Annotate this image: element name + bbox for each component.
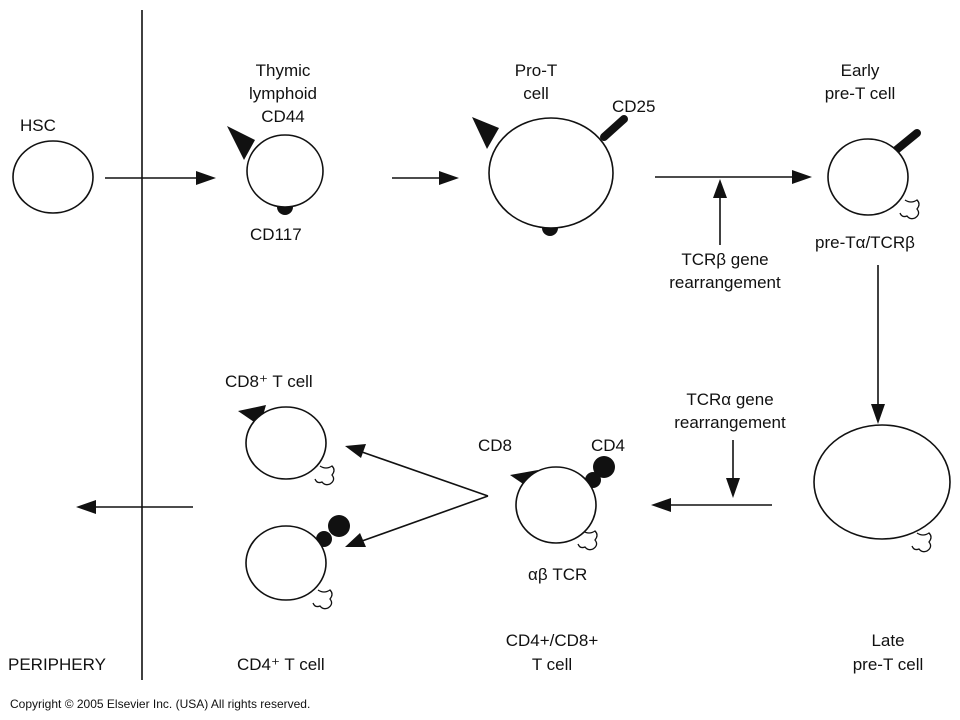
label-late-1: Late (871, 631, 904, 650)
arrow-dp-to-cd8t (345, 444, 489, 497)
label-abtcr: αβ TCR (528, 565, 587, 584)
early-pre-tcr-icon (899, 199, 920, 220)
label-cd8t: CD8⁺ T cell (225, 372, 313, 391)
label-cd4: CD4 (591, 436, 625, 455)
label-cd25: CD25 (612, 97, 655, 116)
dp-cd4-marker-outer (593, 456, 615, 478)
arrow-tcrb-rearrangement (713, 179, 727, 245)
pro-t-cell (488, 117, 614, 229)
label-cd4t: CD4⁺ T cell (237, 655, 325, 674)
double-positive-cell (515, 466, 597, 544)
late-pre-tcr-icon (911, 532, 932, 553)
label-prot-2: cell (523, 84, 549, 103)
label-tcrb-2: rearrangement (669, 273, 781, 292)
label-tcra-2: rearrangement (674, 413, 786, 432)
arrow-thymic-to-prot (392, 171, 459, 185)
cd25-marker (600, 115, 628, 141)
label-thymic-2: lymphoid (249, 84, 317, 103)
hsc-cell (12, 140, 94, 214)
label-cd117: CD117 (250, 225, 302, 244)
label-early-1: Early (841, 61, 880, 80)
label-hsc: HSC (20, 116, 56, 135)
arrow-prot-to-early (655, 170, 812, 184)
late-pre-t-cell (813, 424, 951, 540)
early-cd25-marker (891, 129, 921, 155)
cd4-t-cell (245, 525, 327, 601)
label-thymic-3: CD44 (261, 107, 304, 126)
label-thymic-1: Thymic (256, 61, 311, 80)
label-prot-1: Pro-T (515, 61, 558, 80)
label-pretcr: pre-Tα/TCRβ (815, 233, 915, 252)
cd4t-marker-outer (328, 515, 350, 537)
label-tcrb-1: TCRβ gene (681, 250, 768, 269)
label-tcra-1: TCRα gene (686, 390, 773, 409)
cd4t-tcr-icon (312, 589, 333, 610)
arrow-hsc-to-thymic (105, 171, 216, 185)
thymic-lymphoid-cell (246, 134, 324, 208)
label-cd8: CD8 (478, 436, 512, 455)
cd44-marker (227, 126, 255, 160)
label-dp-1: CD4+/CD8+ (506, 631, 599, 650)
arrow-tcra-rearrangement (726, 440, 740, 498)
label-early-2: pre-T cell (825, 84, 896, 103)
arrow-early-to-late (871, 265, 885, 424)
label-late-2: pre-T cell (853, 655, 924, 674)
arrow-dp-to-cd4t (345, 495, 489, 547)
cd8t-tcr-icon (314, 465, 335, 486)
arrow-late-to-dp (651, 498, 772, 512)
label-periphery: PERIPHERY (8, 655, 106, 674)
label-dp-2: T cell (532, 655, 572, 674)
prot-cd44-marker (472, 117, 499, 149)
copyright-notice: Copyright © 2005 Elsevier Inc. (USA) All… (10, 697, 310, 711)
arrow-to-periphery (76, 500, 193, 514)
cd8-t-cell (245, 406, 327, 480)
early-pre-t-cell (827, 138, 909, 216)
dp-tcr-icon (577, 530, 598, 551)
